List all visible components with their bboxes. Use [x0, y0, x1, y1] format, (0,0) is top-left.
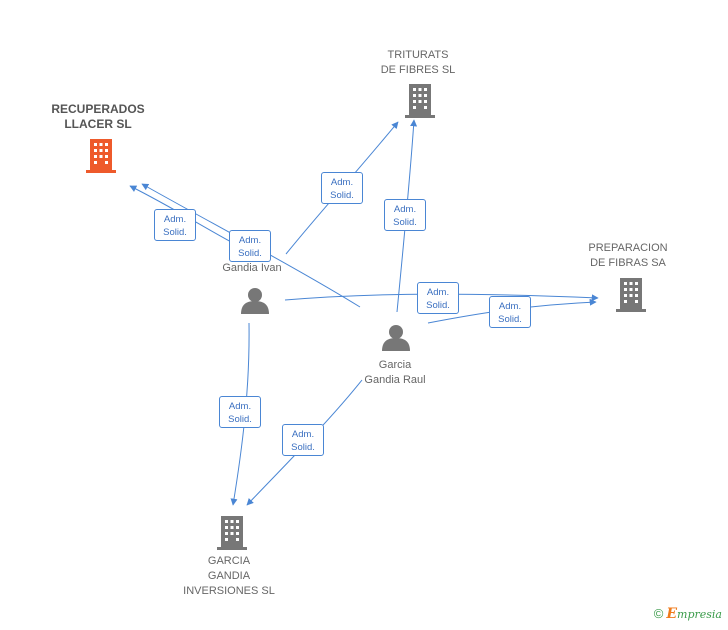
badge-raul-triturats[interactable]: Adm. Solid. [384, 199, 426, 231]
brand-initial: E [666, 606, 678, 622]
node-label-garcia-raul[interactable]: Garcia Gandia Raul [364, 359, 426, 386]
badge-raul-garcia-inv[interactable]: Adm. Solid. [282, 424, 324, 456]
node-label-triturats[interactable]: TRITURATS DE FIBRES SL [380, 49, 456, 76]
node-label-recuperados[interactable]: RECUPERADOS LLACER SL [51, 102, 145, 131]
badge-raul-preparacion[interactable]: Adm. Solid. [489, 296, 531, 328]
badge-ivan-triturats[interactable]: Adm. Solid. [321, 172, 363, 204]
building-icon-garcia-inv[interactable] [217, 516, 247, 550]
badge-ivan-preparacion[interactable]: Adm. Solid. [417, 282, 459, 314]
node-label-preparacion[interactable]: PREPARACION DE FIBRAS SA [588, 242, 668, 269]
person-icon-garcia-raul[interactable] [382, 325, 410, 351]
building-icon-triturats[interactable] [405, 84, 435, 118]
copyright-icon: © [653, 606, 664, 621]
brand-logo[interactable]: Empresia [666, 606, 722, 622]
building-icon-preparacion[interactable] [616, 278, 646, 312]
brand-name: mpresia [677, 608, 722, 621]
building-icon-recuperados[interactable] [86, 139, 116, 173]
badge-raul-recuperados[interactable]: Adm. Solid. [229, 230, 271, 262]
node-label-gandia-ivan[interactable]: Gandia Ivan [222, 262, 282, 274]
badge-ivan-recuperados[interactable]: Adm. Solid. [154, 209, 196, 241]
person-icon-gandia-ivan[interactable] [241, 288, 269, 314]
node-label-garcia-inv[interactable]: GARCIA GANDIA INVERSIONES SL [183, 555, 275, 597]
footer-brand: ©Empresia [654, 606, 722, 622]
badge-ivan-garcia-inv[interactable]: Adm. Solid. [219, 396, 261, 428]
